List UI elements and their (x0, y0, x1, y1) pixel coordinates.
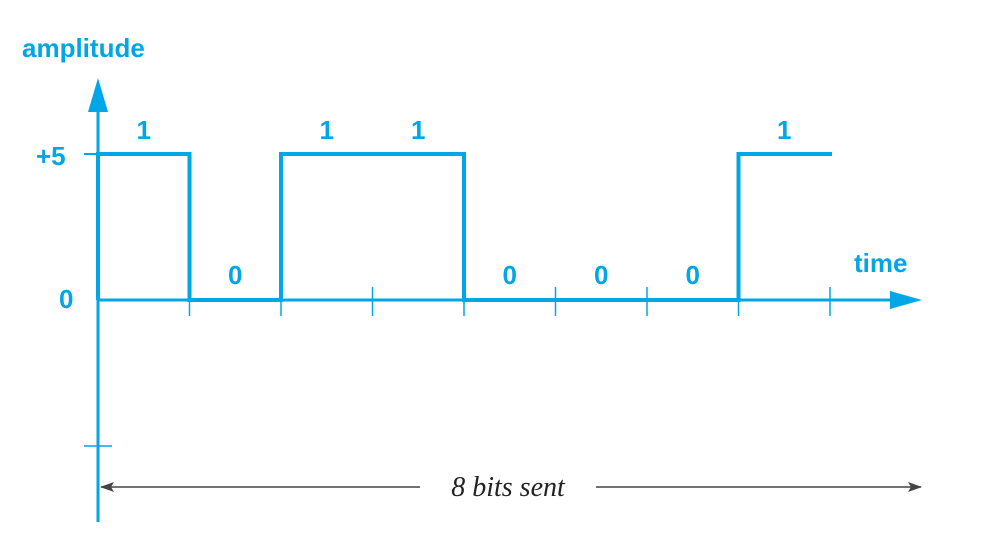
bit-label: 0 (686, 260, 700, 290)
y-axis-arrow-icon (88, 78, 108, 112)
bit-label: 1 (777, 115, 791, 145)
x-axis-arrow-icon (890, 291, 922, 309)
x-axis-title: time (854, 248, 907, 278)
bit-label: 1 (137, 115, 151, 145)
bit-label: 0 (594, 260, 608, 290)
signal-waveform (96, 152, 832, 302)
bit-label: 0 (503, 260, 517, 290)
y-tick-label-low: 0 (59, 284, 73, 314)
caption-text: 8 bits sent (451, 472, 566, 503)
bit-label: 0 (228, 260, 242, 290)
bit-label: 1 (320, 115, 334, 145)
y-axis-title: amplitude (22, 33, 145, 63)
bit-label: 1 (411, 115, 425, 145)
y-tick-label-high: +5 (36, 141, 66, 171)
bit-labels: 1 0 1 1 0 0 0 1 (137, 115, 792, 290)
